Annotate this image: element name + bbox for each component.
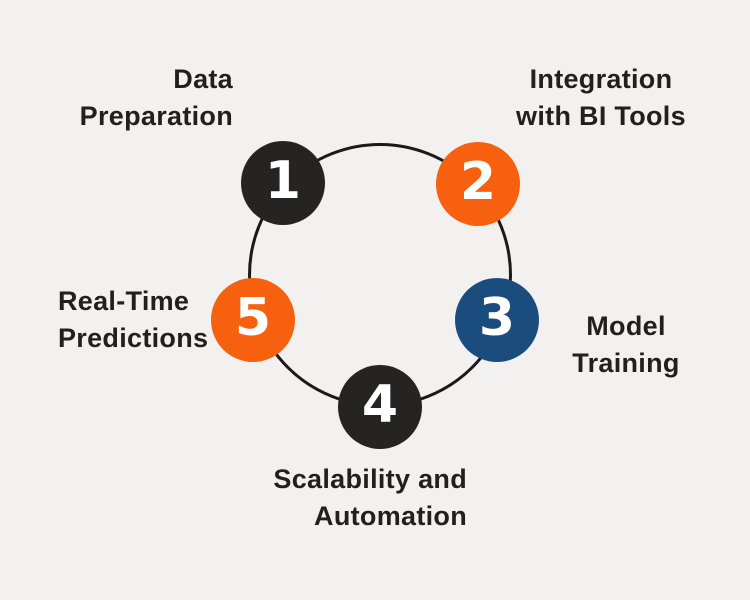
label-line: Integration bbox=[529, 64, 673, 94]
label-line: Real-Time bbox=[58, 286, 190, 316]
step-number-1: 1 bbox=[264, 151, 302, 211]
label-line: Automation bbox=[314, 501, 467, 531]
step-label-model-training: Model Training bbox=[516, 308, 736, 382]
label-line: Model bbox=[586, 311, 666, 341]
step-circle-model-training: 3 bbox=[455, 278, 539, 362]
step-label-integration-bi-tools: Integration with BI Tools bbox=[489, 61, 713, 135]
step-circle-real-time-predictions: 5 bbox=[211, 278, 295, 362]
label-line: Predictions bbox=[58, 323, 209, 353]
label-line: with BI Tools bbox=[516, 101, 686, 131]
label-line: Scalability and bbox=[273, 464, 467, 494]
step-number-5: 5 bbox=[234, 288, 272, 348]
label-line: Preparation bbox=[79, 101, 233, 131]
step-circle-data-preparation: 1 bbox=[241, 141, 325, 225]
label-line: Data bbox=[173, 64, 233, 94]
step-circle-scalability-automation: 4 bbox=[338, 365, 422, 449]
step-number-4: 4 bbox=[361, 375, 399, 435]
step-label-scalability-automation: Scalability and Automation bbox=[237, 461, 467, 535]
step-number-2: 2 bbox=[459, 152, 497, 212]
step-number-3: 3 bbox=[478, 288, 516, 348]
step-label-data-preparation: Data Preparation bbox=[28, 61, 233, 135]
step-circle-integration-bi-tools: 2 bbox=[436, 142, 520, 226]
step-label-real-time-predictions: Real-Time Predictions bbox=[58, 283, 278, 357]
label-line: Training bbox=[572, 348, 680, 378]
